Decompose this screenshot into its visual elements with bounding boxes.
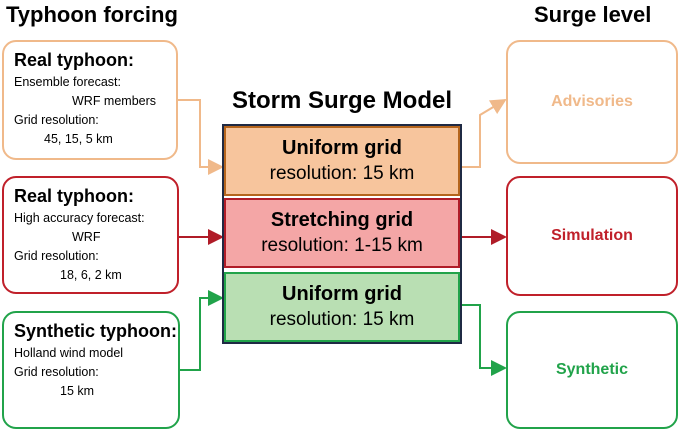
input-box-synthetic-typhoon: Synthetic typhoon: Holland wind model Gr…	[2, 311, 180, 429]
input-line: WRF members	[72, 94, 157, 108]
input-title: Real typhoon:	[14, 186, 134, 206]
input-line: 15 km	[60, 384, 95, 398]
grid-name: Stretching grid	[270, 209, 414, 231]
input-line: Holland wind model	[14, 346, 124, 360]
input-line: Grid resolution:	[14, 113, 99, 127]
output-box-simulation: Simulation	[506, 176, 678, 296]
output-box-advisories: Advisories	[506, 40, 678, 164]
grid-name: Uniform grid	[282, 137, 402, 159]
grid-name: Uniform grid	[282, 283, 402, 305]
uniform-grid-box-advisories: Uniform grid resolution: 15 km	[224, 126, 460, 196]
input-line: High accuracy forecast:	[14, 211, 145, 225]
output-label: Synthetic	[555, 361, 628, 378]
input-box-real-typhoon-ensemble: Real typhoon: Ensemble forecast: WRF mem…	[2, 40, 178, 160]
typhoon-forcing-heading: Typhoon forcing	[6, 2, 178, 27]
input-box-real-typhoon-high-accuracy: Real typhoon: High accuracy forecast: WR…	[2, 176, 179, 294]
input-line: Grid resolution:	[14, 365, 99, 379]
input-title: Real typhoon:	[14, 50, 134, 70]
input-line: 18, 6, 2 km	[60, 268, 122, 282]
arrow-uniform-to-synthetic	[460, 304, 507, 376]
output-label: Advisories	[551, 93, 633, 110]
stretching-grid-box: Stretching grid resolution: 1-15 km	[224, 198, 460, 268]
surge-level-heading: Surge level	[534, 2, 652, 27]
storm-surge-model-title: Storm Surge Model	[231, 87, 453, 114]
input-line: Grid resolution:	[14, 249, 99, 263]
output-label: Simulation	[551, 227, 633, 244]
arrow-synthetic-to-uniform	[180, 290, 224, 371]
input-line: Ensemble forecast:	[14, 75, 121, 89]
storm-surge-model-frame	[222, 124, 462, 344]
uniform-grid-box-synthetic: Uniform grid resolution: 15 km	[224, 272, 460, 342]
output-box-synthetic: Synthetic	[506, 311, 678, 429]
grid-resolution: resolution: 1-15 km	[261, 235, 423, 256]
input-line: 45, 15, 5 km	[44, 132, 113, 146]
arrow-uniform-to-advisories	[460, 98, 507, 168]
arrow-real-ensemble-to-uniform	[178, 99, 224, 175]
grid-resolution: resolution: 15 km	[269, 163, 415, 184]
input-title: Synthetic typhoon:	[14, 321, 177, 341]
grid-resolution: resolution: 15 km	[269, 309, 415, 330]
input-line: WRF	[72, 230, 101, 244]
